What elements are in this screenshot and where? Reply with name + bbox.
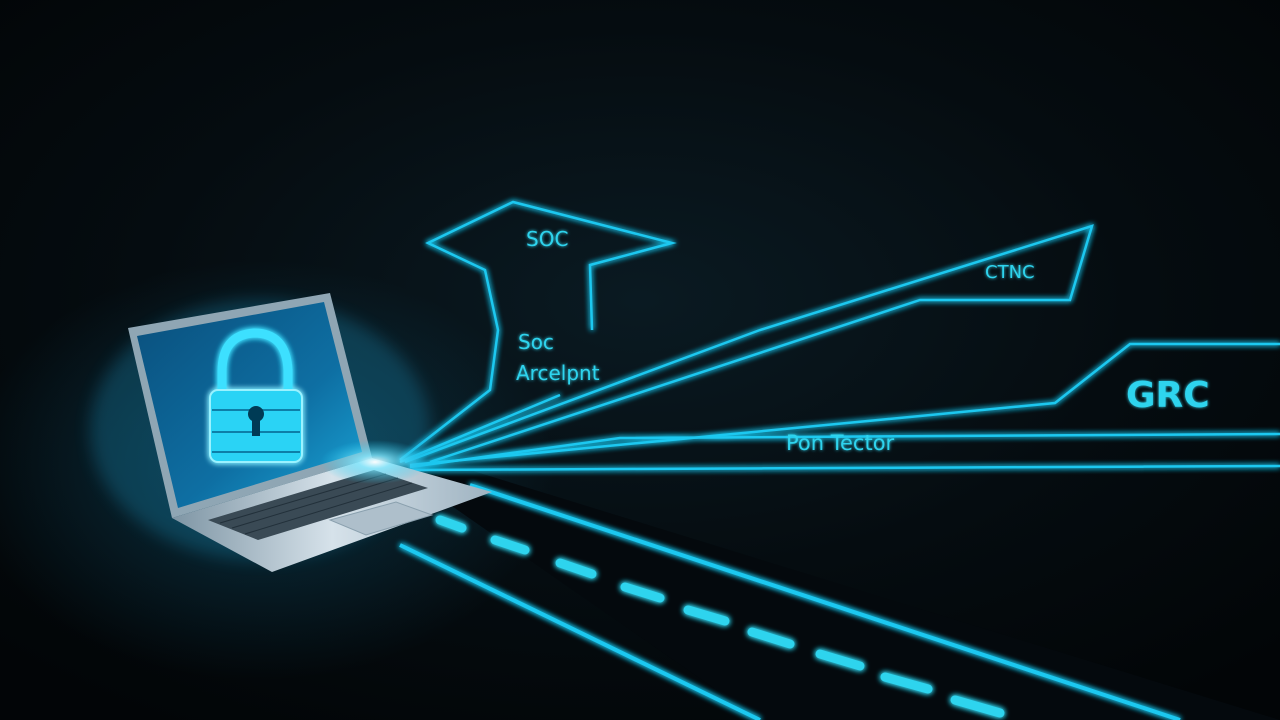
laptop-hotspot [320,440,430,484]
grc-band [409,342,1280,467]
label-soc-analyst-line1: Soc [518,330,554,354]
road-surface [400,470,1280,720]
road [399,470,1280,720]
road-dashes [435,515,1005,718]
ctnc-arrow [404,224,1094,464]
road-edge-left [399,543,761,720]
label-soc-analyst-line2: Arcelpnt [516,361,600,385]
pen-tester-path-bottom [409,464,1280,472]
keyboard [208,470,428,540]
road-edge-right [469,483,1181,720]
label-grc: GRC [1126,375,1210,416]
soc-arrow [399,200,677,461]
trackpad [328,501,434,536]
label-ctnc: CTNC [985,262,1035,283]
label-pen-tester: Pon Tector [786,431,895,455]
padlock-icon [209,328,303,463]
career-paths [399,200,1280,472]
pen-tester-path-top [409,432,1280,469]
padlock-shackle [217,328,293,395]
label-soc: SOC [526,227,568,251]
